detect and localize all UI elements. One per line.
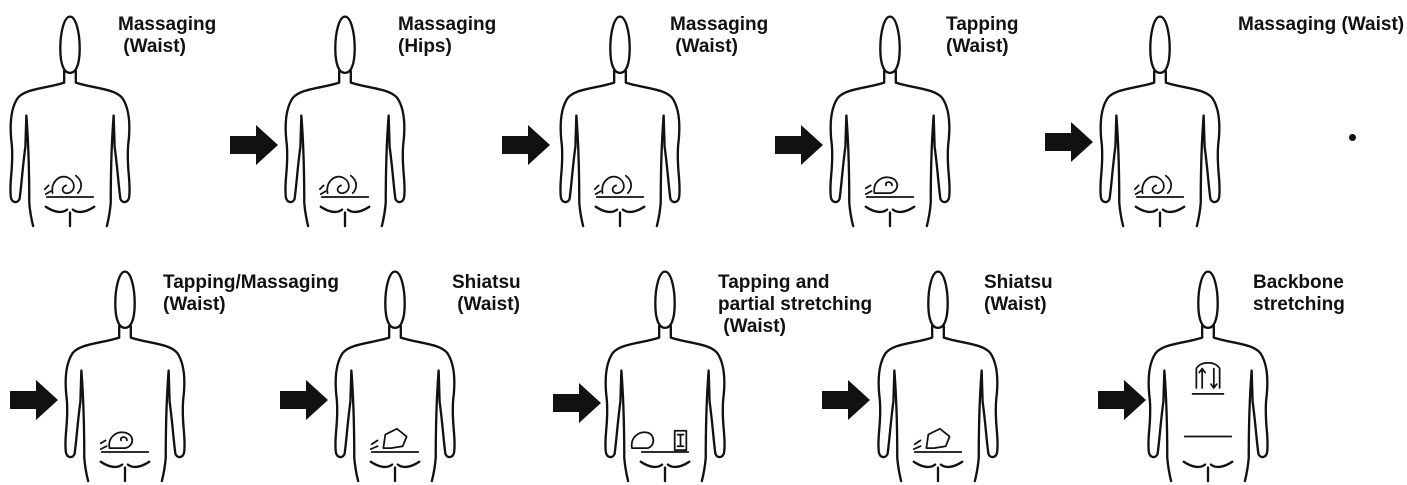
body-figure-7 bbox=[334, 270, 456, 483]
body-figure-6 bbox=[64, 270, 186, 483]
step-label-line: (Waist) bbox=[118, 36, 186, 57]
body-figure-4 bbox=[829, 15, 951, 228]
backbone-stretching-icon bbox=[1183, 361, 1233, 438]
right-arrow-icon bbox=[230, 125, 278, 165]
step-label-3: Massaging (Waist) bbox=[670, 14, 768, 58]
step-label-line: (Waist) bbox=[163, 294, 226, 315]
step-label-line: (Hips) bbox=[398, 36, 452, 57]
massaging-icon bbox=[593, 174, 645, 198]
step-label-1: Massaging (Waist) bbox=[118, 14, 216, 58]
step-label-line: (Waist) bbox=[670, 36, 738, 57]
step-label-line: Massaging bbox=[118, 14, 217, 35]
right-arrow-icon bbox=[280, 380, 328, 420]
shiatsu-icon bbox=[369, 427, 420, 453]
step-label-line: Tapping bbox=[946, 14, 1019, 35]
step-label-line: Backbone bbox=[1253, 272, 1344, 293]
massaging-icon bbox=[1133, 174, 1185, 198]
step-label-line: (Waist) bbox=[718, 316, 786, 337]
tapping-icon bbox=[864, 176, 915, 198]
step-label-4: Tapping(Waist) bbox=[946, 14, 1018, 58]
right-arrow-icon bbox=[553, 383, 601, 423]
step-label-9: Shiatsu(Waist) bbox=[984, 272, 1053, 316]
body-figure-9 bbox=[877, 270, 999, 483]
step-label-line: Tapping and bbox=[718, 272, 830, 293]
body-figure-1 bbox=[9, 15, 131, 228]
step-label-line: Massaging bbox=[670, 14, 769, 35]
body-figure-10 bbox=[1147, 270, 1269, 483]
right-arrow-icon bbox=[1098, 380, 1146, 420]
tapping-icon bbox=[99, 431, 150, 453]
step-label-line: Massaging bbox=[398, 14, 497, 35]
shiatsu-icon bbox=[912, 427, 963, 453]
step-label-2: Massaging(Hips) bbox=[398, 14, 496, 58]
step-label-6: Tapping/Massaging(Waist) bbox=[163, 272, 339, 316]
massaging-icon bbox=[43, 174, 95, 198]
step-label-line: (Waist) bbox=[452, 294, 520, 315]
step-label-line: (Waist) bbox=[984, 294, 1047, 315]
step-label-7: Shiatsu (Waist) bbox=[452, 272, 521, 316]
step-label-line: Tapping/Massaging bbox=[163, 272, 339, 293]
right-arrow-icon bbox=[822, 380, 870, 420]
step-label-line: Shiatsu bbox=[452, 272, 521, 293]
step-label-line: Massaging (Waist) bbox=[1238, 14, 1405, 35]
body-figure-8 bbox=[604, 270, 726, 483]
right-arrow-icon bbox=[1045, 122, 1093, 162]
step-label-5: Massaging (Waist) bbox=[1238, 14, 1404, 36]
step-label-line: Shiatsu bbox=[984, 272, 1053, 293]
body-figure-2 bbox=[284, 15, 406, 228]
step-label-line: (Waist) bbox=[946, 36, 1009, 57]
massaging-icon bbox=[318, 174, 370, 198]
right-arrow-icon bbox=[10, 380, 58, 420]
step-label-line: stretching bbox=[1253, 294, 1345, 315]
step-label-line: partial stretching bbox=[718, 294, 873, 315]
speck-dot bbox=[1349, 134, 1356, 141]
body-figure-3 bbox=[559, 15, 681, 228]
body-figure-5 bbox=[1099, 15, 1221, 228]
right-arrow-icon bbox=[775, 125, 823, 165]
tapping-stretching-icon bbox=[630, 429, 690, 453]
right-arrow-icon bbox=[502, 125, 550, 165]
